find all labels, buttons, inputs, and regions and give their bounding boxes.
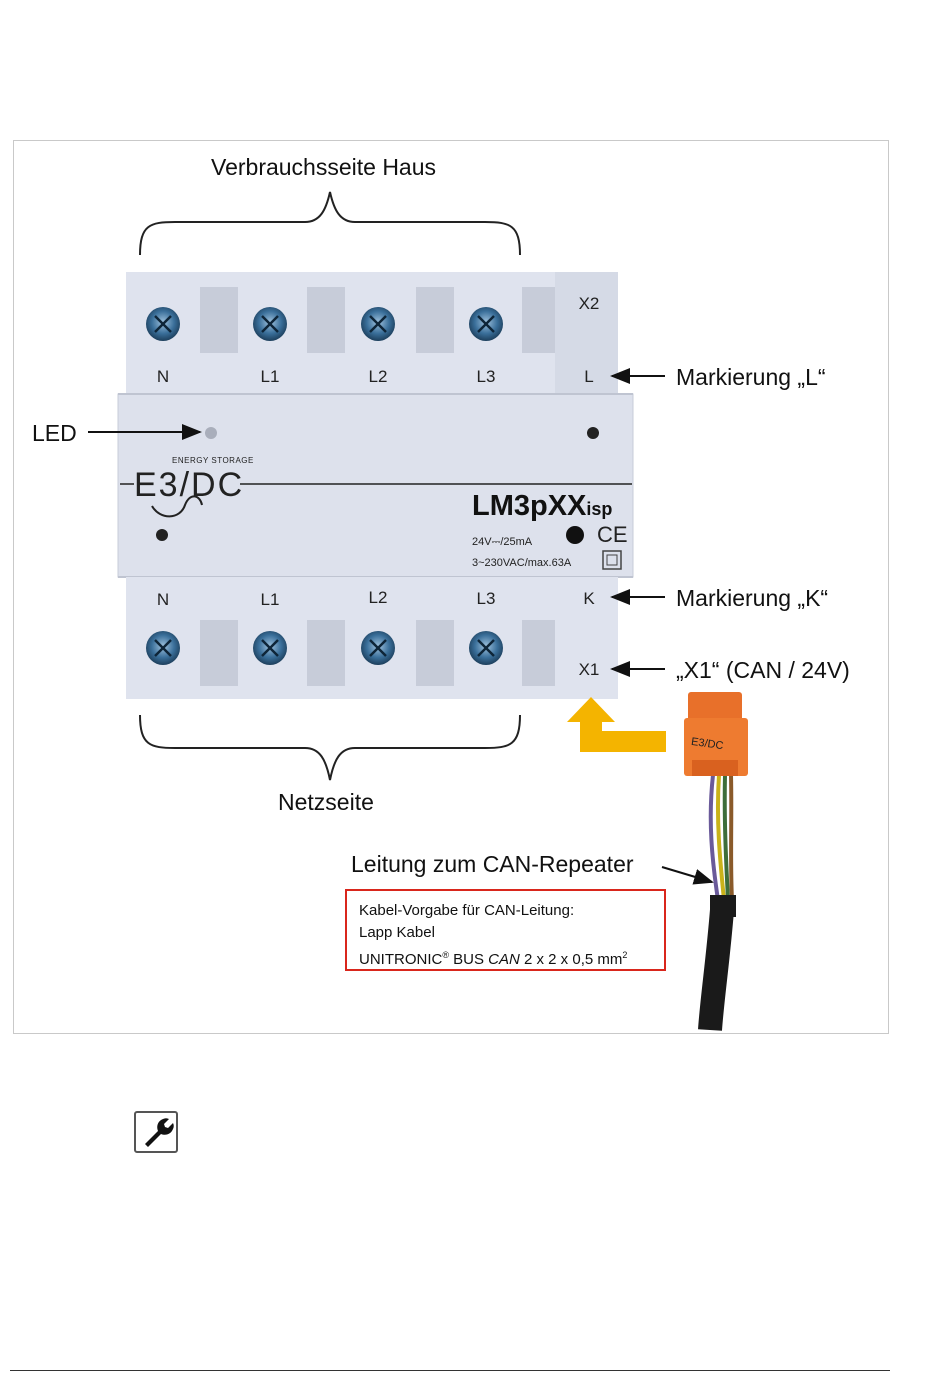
label-consumer-side: Verbrauchsseite Haus	[211, 154, 436, 181]
port-x2: X2	[569, 294, 609, 314]
brand-subtitle: ENERGY STORAGE	[172, 456, 254, 465]
label-marker-k: Markierung „K“	[676, 585, 828, 612]
brand-logo: E3/DC	[134, 466, 244, 505]
terminal-top-n: N	[143, 367, 183, 387]
terminal-top-l2: L2	[358, 367, 398, 387]
label-marker-l: Markierung „L“	[676, 364, 826, 391]
terminal-bottom-n: N	[143, 590, 183, 610]
ce-mark: CE	[597, 522, 628, 548]
label-led: LED	[32, 420, 77, 447]
terminal-top-l: L	[569, 367, 609, 387]
arrow-cable	[662, 867, 712, 882]
footer-rule	[10, 1370, 890, 1371]
cable-note-line-3: UNITRONIC® BUS CAN 2 x 2 x 0,5 mm2	[359, 944, 664, 971]
rating-ac: 3~230VAC/max.63A	[472, 557, 571, 569]
terminal-top-l3: L3	[466, 367, 506, 387]
label-x1-port: „X1“ (CAN / 24V)	[676, 657, 850, 684]
brace-consumer-side	[140, 192, 520, 255]
terminal-bottom-l2: L2	[358, 588, 398, 608]
port-x1: X1	[569, 660, 609, 680]
terminal-bottom-k: K	[569, 589, 609, 609]
label-grid-side: Netzseite	[278, 789, 374, 816]
model-name: LM3pXXisp	[472, 490, 612, 523]
brace-grid-side	[140, 715, 520, 780]
rating-dc: 24V⎓/25mA	[472, 536, 532, 549]
label-cable-lead: Leitung zum CAN-Repeater	[351, 851, 634, 878]
cable-note-line-2: Lapp Kabel	[359, 922, 664, 944]
yellow-insert-arrow	[567, 697, 666, 752]
terminal-top-l1: L1	[250, 367, 290, 387]
terminal-bottom-l1: L1	[250, 590, 290, 610]
wrench-icon	[134, 1111, 178, 1153]
cable-spec-note: Kabel-Vorgabe für CAN-Leitung: Lapp Kabe…	[345, 889, 666, 971]
terminal-bottom-l3: L3	[466, 589, 506, 609]
can-plug	[684, 692, 748, 776]
cable-note-line-1: Kabel-Vorgabe für CAN-Leitung:	[359, 900, 664, 922]
can-cable	[710, 775, 736, 1030]
